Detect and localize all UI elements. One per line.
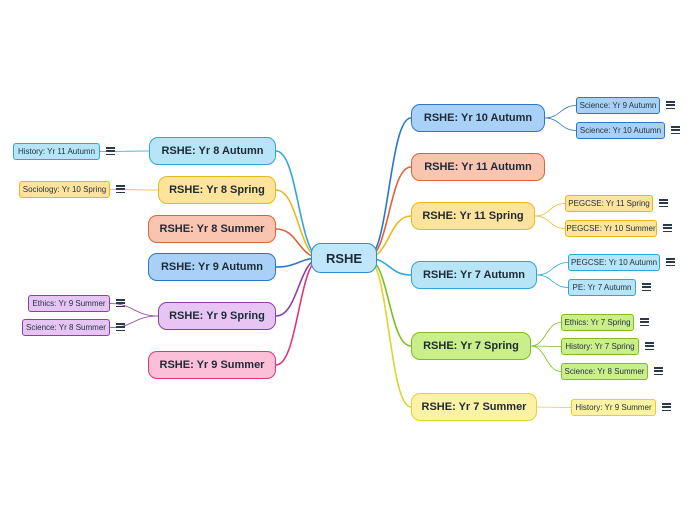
linked-topic-y9s-1-label: Science: Yr 8 Summer: [26, 323, 106, 332]
sub-connector-y11s-0: [534, 203, 566, 217]
sub-connector-y7su-0: [536, 406, 572, 408]
linked-topic-y9s-1[interactable]: Science: Yr 8 Summer: [22, 319, 110, 336]
topic-y11s[interactable]: RSHE: Yr 11 Spring: [411, 202, 535, 230]
sub-connector-y8s-0: [109, 189, 159, 191]
sub-connector-y9s-1: [109, 315, 159, 328]
sub-connector-y10a-1: [544, 117, 577, 131]
note-lines-icon[interactable]: [654, 367, 663, 375]
topic-y8a[interactable]: RSHE: Yr 8 Autumn: [149, 137, 276, 165]
note-lines-icon[interactable]: [666, 101, 675, 109]
topic-y9s[interactable]: RSHE: Yr 9 Spring: [158, 302, 276, 330]
connector-y9su: [275, 257, 322, 366]
linked-topic-y10a-0-label: Science: Yr 9 Autumn: [579, 101, 657, 110]
linked-topic-y7a-1[interactable]: PE: Yr 7 Autumn: [568, 279, 636, 296]
linked-topic-y7s-1[interactable]: History: Yr 7 Spring: [561, 338, 639, 355]
topic-y11a[interactable]: RSHE: Yr 11 Autumn: [411, 153, 545, 181]
topic-y9s-label: RSHE: Yr 9 Spring: [169, 310, 265, 322]
linked-topic-y8s-0[interactable]: Sociology: Yr 10 Spring: [19, 181, 110, 198]
sub-connector-y8a-0: [99, 150, 150, 152]
connector-y11a: [366, 166, 412, 259]
linked-topic-y8a-0[interactable]: History: Yr 11 Autumn: [13, 143, 100, 160]
linked-topic-y11s-0-label: PEGCSE: Yr 11 Spring: [568, 199, 650, 208]
topic-y8s-label: RSHE: Yr 8 Spring: [169, 184, 265, 196]
topic-y10a[interactable]: RSHE: Yr 10 Autumn: [411, 104, 545, 132]
topic-y9a[interactable]: RSHE: Yr 9 Autumn: [148, 253, 276, 281]
note-lines-icon[interactable]: [645, 342, 654, 350]
linked-topic-y11s-1-label: PEGCSE: Yr 10 Summer: [566, 224, 656, 233]
linked-topic-y10a-0[interactable]: Science: Yr 9 Autumn: [576, 97, 660, 114]
topic-y7s-label: RSHE: Yr 7 Spring: [423, 340, 519, 352]
topic-y7su-label: RSHE: Yr 7 Summer: [421, 401, 527, 413]
linked-topic-y11s-0[interactable]: PEGCSE: Yr 11 Spring: [565, 195, 653, 212]
topic-y10a-label: RSHE: Yr 10 Autumn: [423, 112, 533, 124]
note-lines-icon[interactable]: [671, 126, 680, 134]
note-lines-icon[interactable]: [659, 199, 668, 207]
topic-y9su-label: RSHE: Yr 9 Summer: [159, 359, 265, 371]
linked-topic-y7a-0[interactable]: PEGCSE: Yr 10 Autumn: [568, 254, 660, 271]
note-lines-icon[interactable]: [106, 147, 115, 155]
topic-y7a-label: RSHE: Yr 7 Autumn: [422, 269, 526, 281]
linked-topic-y7su-0-label: History: Yr 9 Summer: [575, 403, 652, 412]
linked-topic-y9s-0-label: Ethics: Yr 9 Summer: [32, 299, 106, 308]
sub-connector-y7s-2: [530, 345, 562, 372]
linked-topic-y7s-0-label: Ethics: Yr 7 Spring: [564, 318, 631, 327]
note-lines-icon[interactable]: [663, 224, 672, 232]
linked-topic-y10a-1-label: Science: Yr 10 Autumn: [579, 126, 662, 135]
sub-connector-y7s-1: [530, 345, 562, 347]
note-lines-icon[interactable]: [666, 258, 675, 266]
topic-y11s-label: RSHE: Yr 11 Spring: [422, 210, 524, 222]
linked-topic-y8s-0-label: Sociology: Yr 10 Spring: [22, 185, 107, 194]
topic-y7a[interactable]: RSHE: Yr 7 Autumn: [411, 261, 537, 289]
topic-y9a-label: RSHE: Yr 9 Autumn: [160, 261, 264, 273]
linked-topic-y7s-0[interactable]: Ethics: Yr 7 Spring: [561, 314, 634, 331]
note-lines-icon[interactable]: [662, 403, 671, 411]
sub-connector-y10a-0: [544, 105, 577, 119]
topic-y8su[interactable]: RSHE: Yr 8 Summer: [148, 215, 276, 243]
connector-y7su: [366, 257, 412, 408]
linked-topic-y7s-2-label: Science: Yr 8 Summer: [564, 367, 645, 376]
sub-connector-y7a-1: [536, 274, 569, 288]
note-lines-icon[interactable]: [642, 283, 651, 291]
central-topic-label: RSHE: [325, 250, 363, 266]
linked-topic-y7su-0[interactable]: History: Yr 9 Summer: [571, 399, 656, 416]
topic-y8s[interactable]: RSHE: Yr 8 Spring: [158, 176, 276, 204]
linked-topic-y7s-2[interactable]: Science: Yr 8 Summer: [561, 363, 648, 380]
note-lines-icon[interactable]: [116, 185, 125, 193]
sub-connector-y7a-0: [536, 262, 569, 276]
note-lines-icon[interactable]: [116, 299, 125, 307]
linked-topic-y11s-1[interactable]: PEGCSE: Yr 10 Summer: [565, 220, 657, 237]
connector-y8a: [275, 150, 322, 259]
linked-topic-y9s-0[interactable]: Ethics: Yr 9 Summer: [28, 295, 110, 312]
topic-y7su[interactable]: RSHE: Yr 7 Summer: [411, 393, 537, 421]
note-lines-icon[interactable]: [640, 318, 649, 326]
linked-topic-y10a-1[interactable]: Science: Yr 10 Autumn: [576, 122, 665, 139]
linked-topic-y8a-0-label: History: Yr 11 Autumn: [17, 147, 96, 156]
sub-connector-y7s-0: [530, 322, 562, 347]
topic-y7s[interactable]: RSHE: Yr 7 Spring: [411, 332, 531, 360]
linked-topic-y7a-0-label: PEGCSE: Yr 10 Autumn: [570, 258, 658, 267]
topic-y11a-label: RSHE: Yr 11 Autumn: [424, 161, 532, 173]
linked-topic-y7s-1-label: History: Yr 7 Spring: [565, 342, 635, 351]
topic-y8a-label: RSHE: Yr 8 Autumn: [161, 145, 264, 157]
central-topic[interactable]: RSHE: [311, 243, 377, 273]
topic-y9su[interactable]: RSHE: Yr 9 Summer: [148, 351, 276, 379]
note-lines-icon[interactable]: [116, 323, 125, 331]
sub-connector-y11s-1: [534, 215, 566, 229]
linked-topic-y7a-1-label: PE: Yr 7 Autumn: [572, 283, 632, 292]
sub-connector-y9s-0: [109, 303, 159, 317]
topic-y8su-label: RSHE: Yr 8 Summer: [159, 223, 265, 235]
